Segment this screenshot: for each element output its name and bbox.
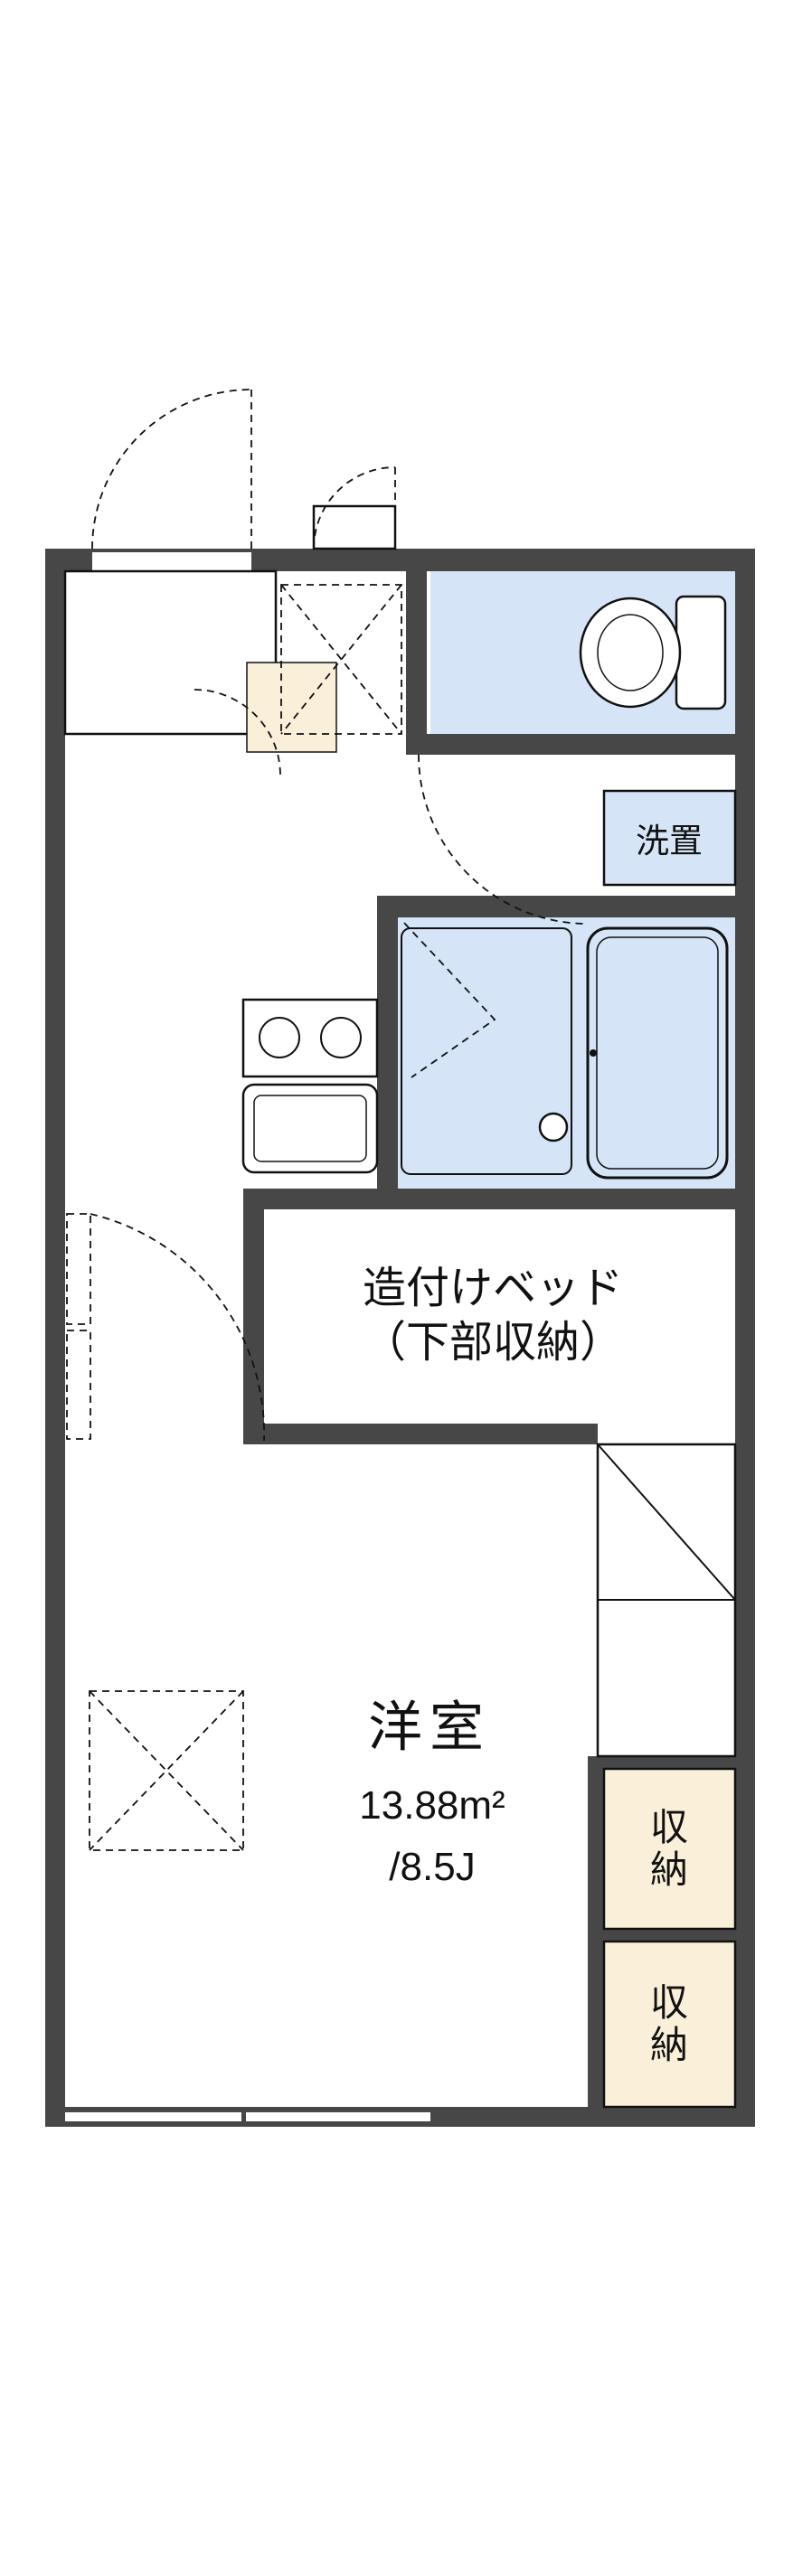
room-dashed-diagonal-2 [89,1690,244,1851]
stove-burner-right-icon [320,1017,362,1058]
wall-right [735,549,755,2127]
genkan-door-zone [280,584,402,735]
toilet-tank-icon [675,595,727,710]
built-in-bed-label-line1: 造付けベッド [362,1264,624,1312]
washer-space-box [602,789,737,887]
bathroom-drain-icon [538,1112,569,1142]
entrance-small-door-arc [313,466,396,550]
window-bottom [65,2112,430,2121]
genkan-door-diagonal-2 [280,584,402,735]
wall-bathroom-left [377,896,398,1209]
bathroom-folding-door-lines [403,922,496,1078]
toilet-bowl-icon [579,597,682,709]
entrance-tile [246,662,337,753]
entrance-closet [63,569,278,736]
storage-box-upper [602,1767,737,1931]
kitchen-sink-inner-icon [253,1095,367,1162]
left-door-leaf-lower [66,1330,91,1440]
left-door-arc [90,1213,265,1442]
built-in-bed-label: 造付けベッド （下部収納） [363,1262,623,1370]
toilet-door-arc [194,689,281,776]
wall-bed-top [243,1189,736,1209]
room-dashed-diagonal-1 [89,1690,244,1851]
wall-toilet-bottom [406,734,736,755]
wall-bed-left [243,1189,264,1444]
room-dashed-square [89,1690,244,1851]
toilet-bowl-inner-icon [597,614,664,691]
bathroom-door-panel [401,927,572,1175]
wall-left [45,549,65,2127]
bathtub-icon [586,926,729,1180]
washer-space-label: 洗置 [636,823,703,860]
window-mullion [241,2107,246,2127]
wall-bathroom-top [382,896,736,917]
left-door-leaf-upper [66,1213,91,1325]
hall-door-arc [418,754,589,925]
entrance-door-arc [91,389,252,550]
storage-upper-label: 収 納 [649,1805,689,1891]
wall-storage-divider [604,1929,735,1941]
wall-bed-bottom [243,1424,598,1444]
stove-icon [241,998,379,1078]
kitchen-sink-icon [241,1083,379,1174]
main-room-area-tatami: /8.5J [389,1845,476,1889]
wall-toilet-left [406,571,427,755]
entrance-step-box [312,504,397,550]
bathroom-floor [398,917,736,1189]
main-room-name: 洋室 [368,1697,491,1758]
bathtub-faucet-dot [590,1049,597,1057]
closet-diagonal-line [597,1443,736,1601]
storage-lower-label: 収 納 [649,1980,689,2066]
wall-storage-top [588,1756,736,1769]
entrance-opening [92,552,251,571]
storage-box-lower [602,1940,737,2109]
stove-burner-left-icon [259,1017,300,1058]
main-room-area-sqm: 13.88m² [359,1783,505,1828]
wall-storage-left [588,1756,604,2107]
built-in-bed-label-line2: （下部収納） [362,1319,624,1367]
